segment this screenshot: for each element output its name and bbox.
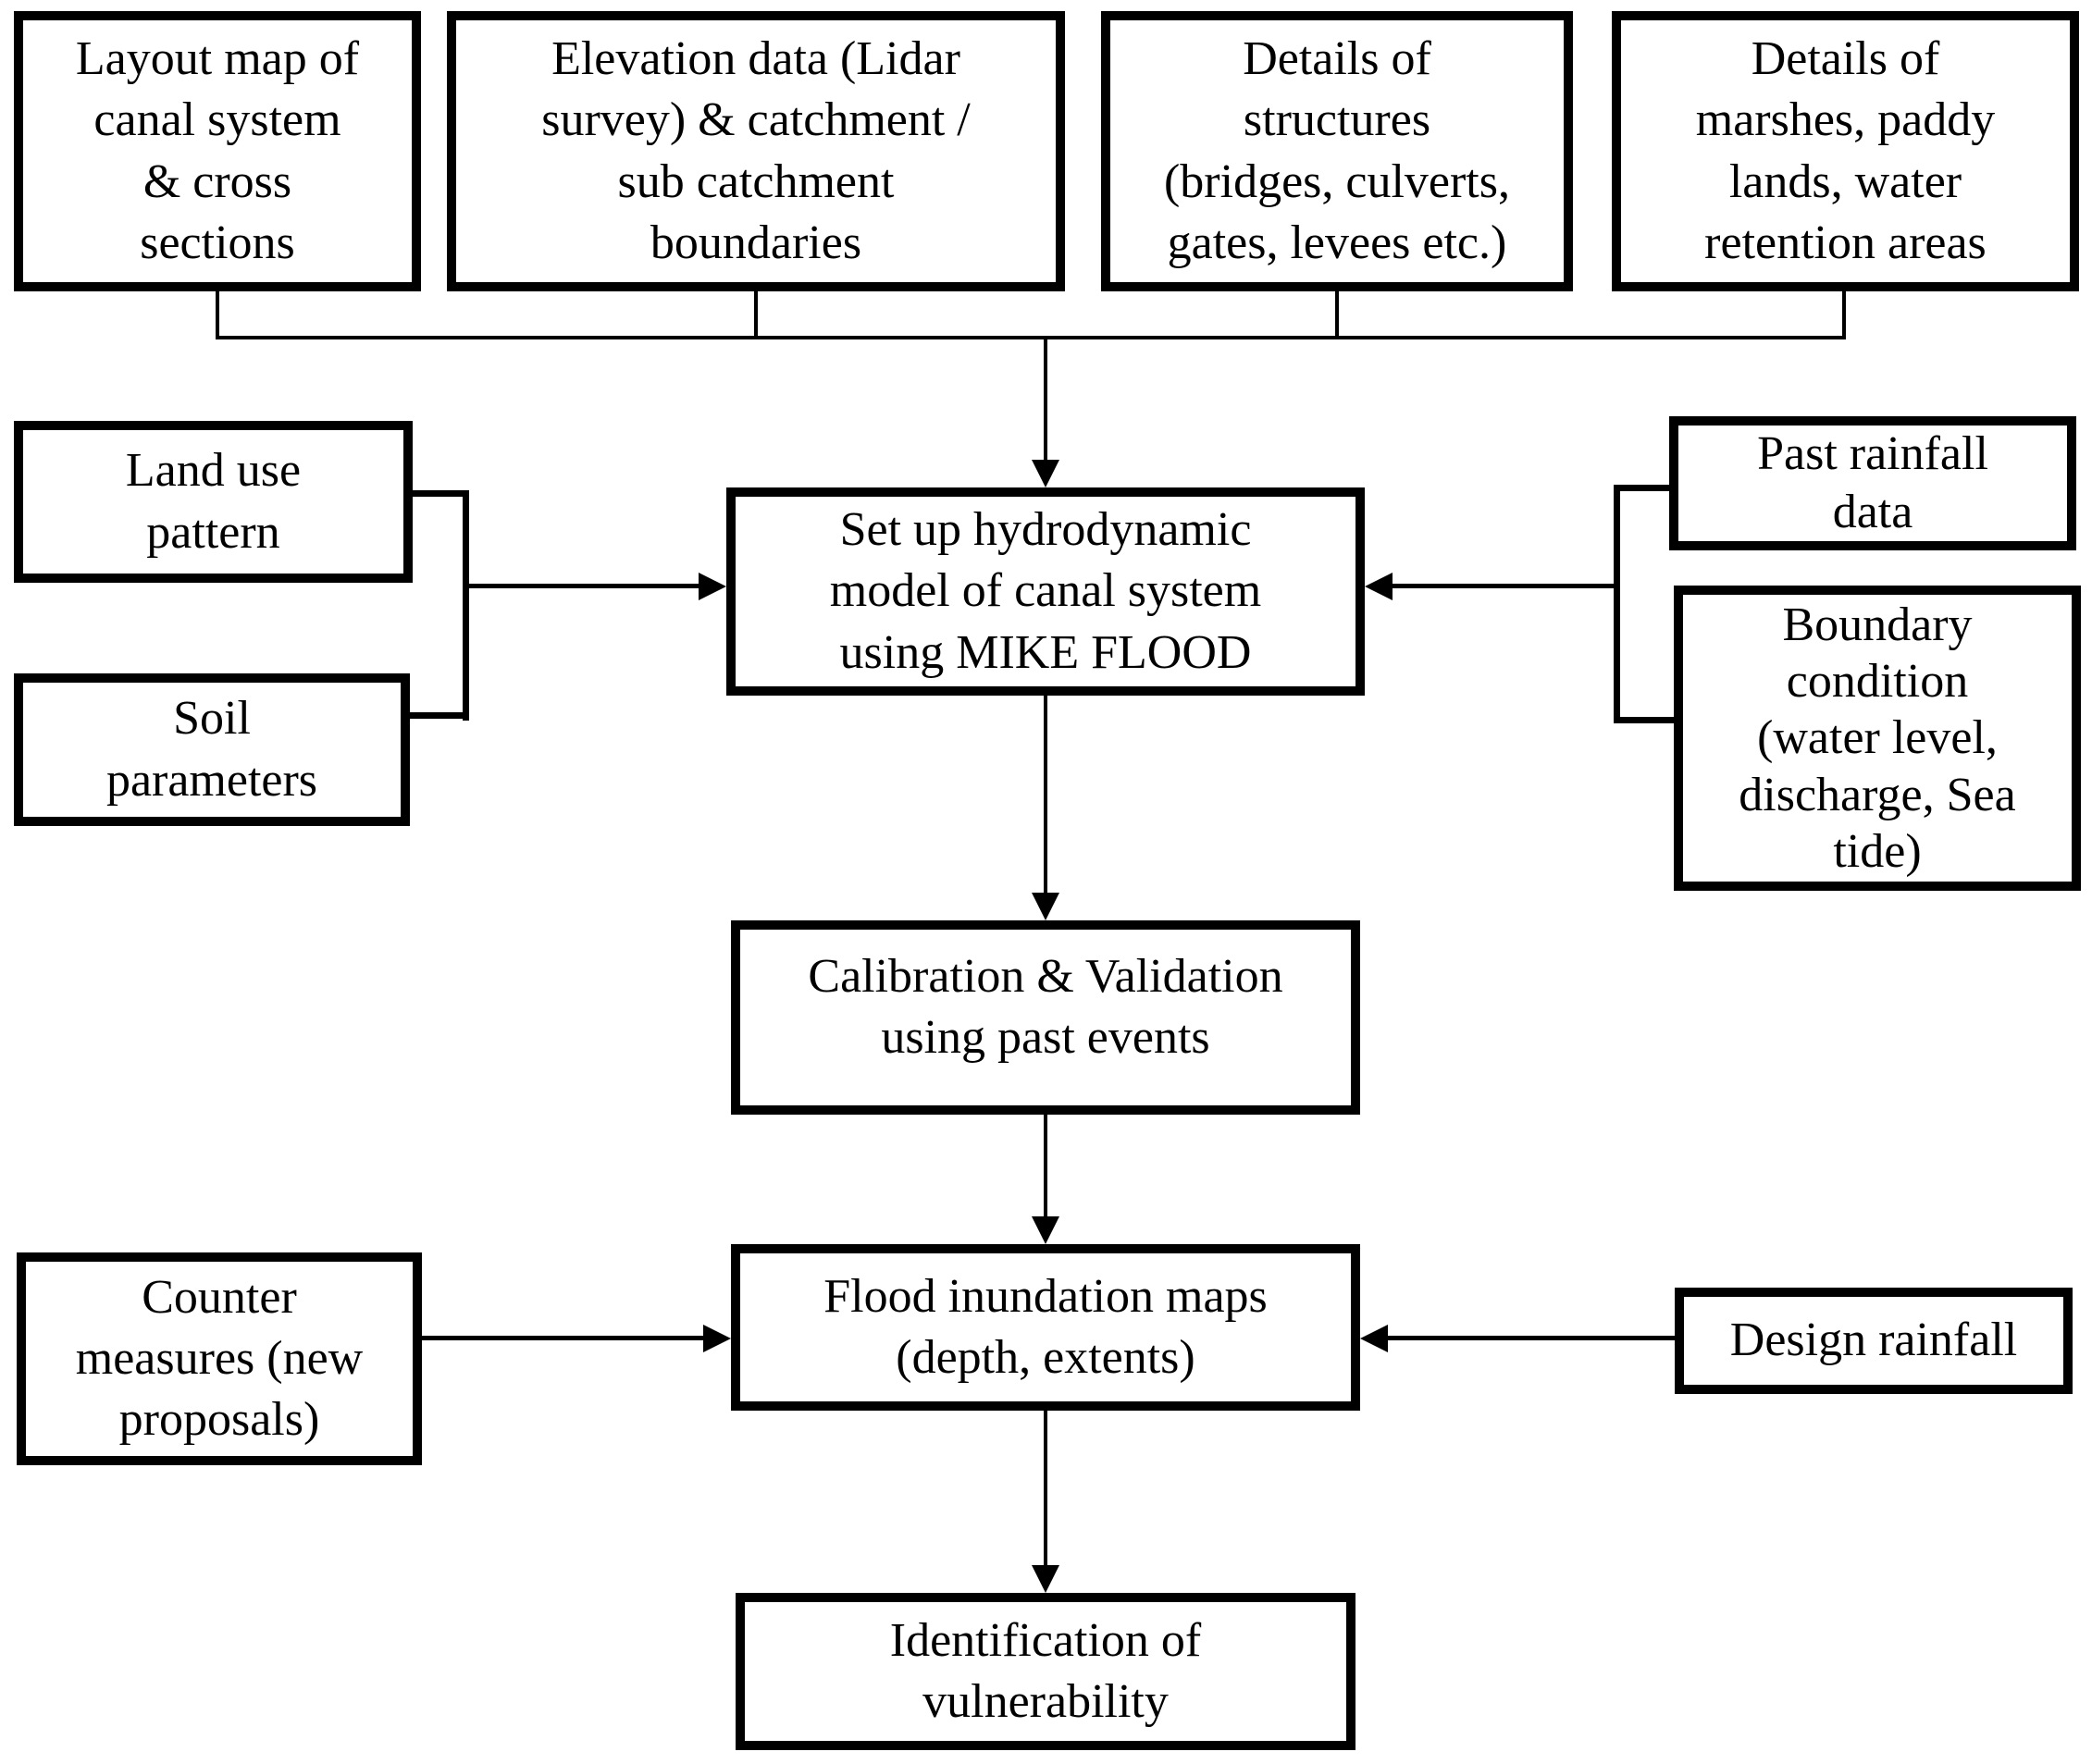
- edge-elevation-to-bus: [754, 291, 758, 339]
- arrowhead-flood-to-identification: [1032, 1565, 1059, 1593]
- edge-setup-to-calibration-line: [1044, 696, 1047, 893]
- edge-right-bracket: [1614, 485, 1620, 723]
- edge-pastrainfall-stub: [1620, 485, 1669, 491]
- edge-layoutmap-to-bus: [216, 291, 219, 339]
- arrowhead-setup-to-calibration: [1032, 893, 1059, 920]
- arrowhead-calibration-to-flood: [1032, 1216, 1059, 1244]
- node-land-use-pattern: Land use pattern: [14, 421, 413, 583]
- node-elevation-data: Elevation data (Lidar survey) & catchmen…: [447, 11, 1065, 291]
- edge-marshes-to-bus: [1842, 291, 1846, 339]
- node-structures-details: Details of structures (bridges, culverts…: [1101, 11, 1573, 291]
- edge-design-to-flood-line: [1388, 1336, 1675, 1340]
- edge-input-bus: [216, 336, 1846, 339]
- arrowhead-bus-to-setup: [1032, 460, 1059, 487]
- node-identification-vulnerability: Identification of vulnerability: [736, 1593, 1355, 1750]
- edge-left-to-setup-line: [469, 584, 699, 588]
- node-boundary-condition: Boundary condition (water level, dischar…: [1674, 586, 2081, 891]
- edge-bus-to-setup-line: [1044, 336, 1047, 460]
- edge-left-bracket: [463, 490, 469, 721]
- arrowhead-counter-to-flood: [703, 1325, 731, 1352]
- edge-counter-to-flood-line: [422, 1336, 703, 1340]
- node-setup-hydrodynamic-model: Set up hydrodynamic model of canal syste…: [726, 487, 1365, 696]
- node-marshes-details: Details of marshes, paddy lands, water r…: [1612, 11, 2079, 291]
- edge-right-to-setup-line: [1393, 584, 1614, 588]
- node-design-rainfall: Design rainfall: [1675, 1288, 2073, 1394]
- arrowhead-right-to-setup: [1365, 573, 1393, 600]
- edge-flood-to-identification-line: [1044, 1411, 1047, 1565]
- arrowhead-left-to-setup: [699, 573, 726, 600]
- node-soil-parameters: Soil parameters: [14, 673, 410, 826]
- node-layout-map: Layout map of canal system & cross secti…: [14, 11, 421, 291]
- edge-soil-stub: [410, 712, 469, 719]
- node-flood-inundation-maps: Flood inundation maps (depth, extents): [731, 1244, 1360, 1411]
- edge-landuse-stub: [413, 490, 469, 497]
- node-calibration-validation: Calibration & Validation using past even…: [731, 920, 1360, 1115]
- edge-calibration-to-flood-line: [1044, 1115, 1047, 1216]
- arrowhead-design-to-flood: [1360, 1325, 1388, 1352]
- edge-boundary-stub: [1620, 717, 1674, 723]
- node-counter-measures: Counter measures (new proposals): [17, 1252, 422, 1465]
- node-past-rainfall-data: Past rainfall data: [1669, 416, 2076, 550]
- edge-structures-to-bus: [1335, 291, 1339, 339]
